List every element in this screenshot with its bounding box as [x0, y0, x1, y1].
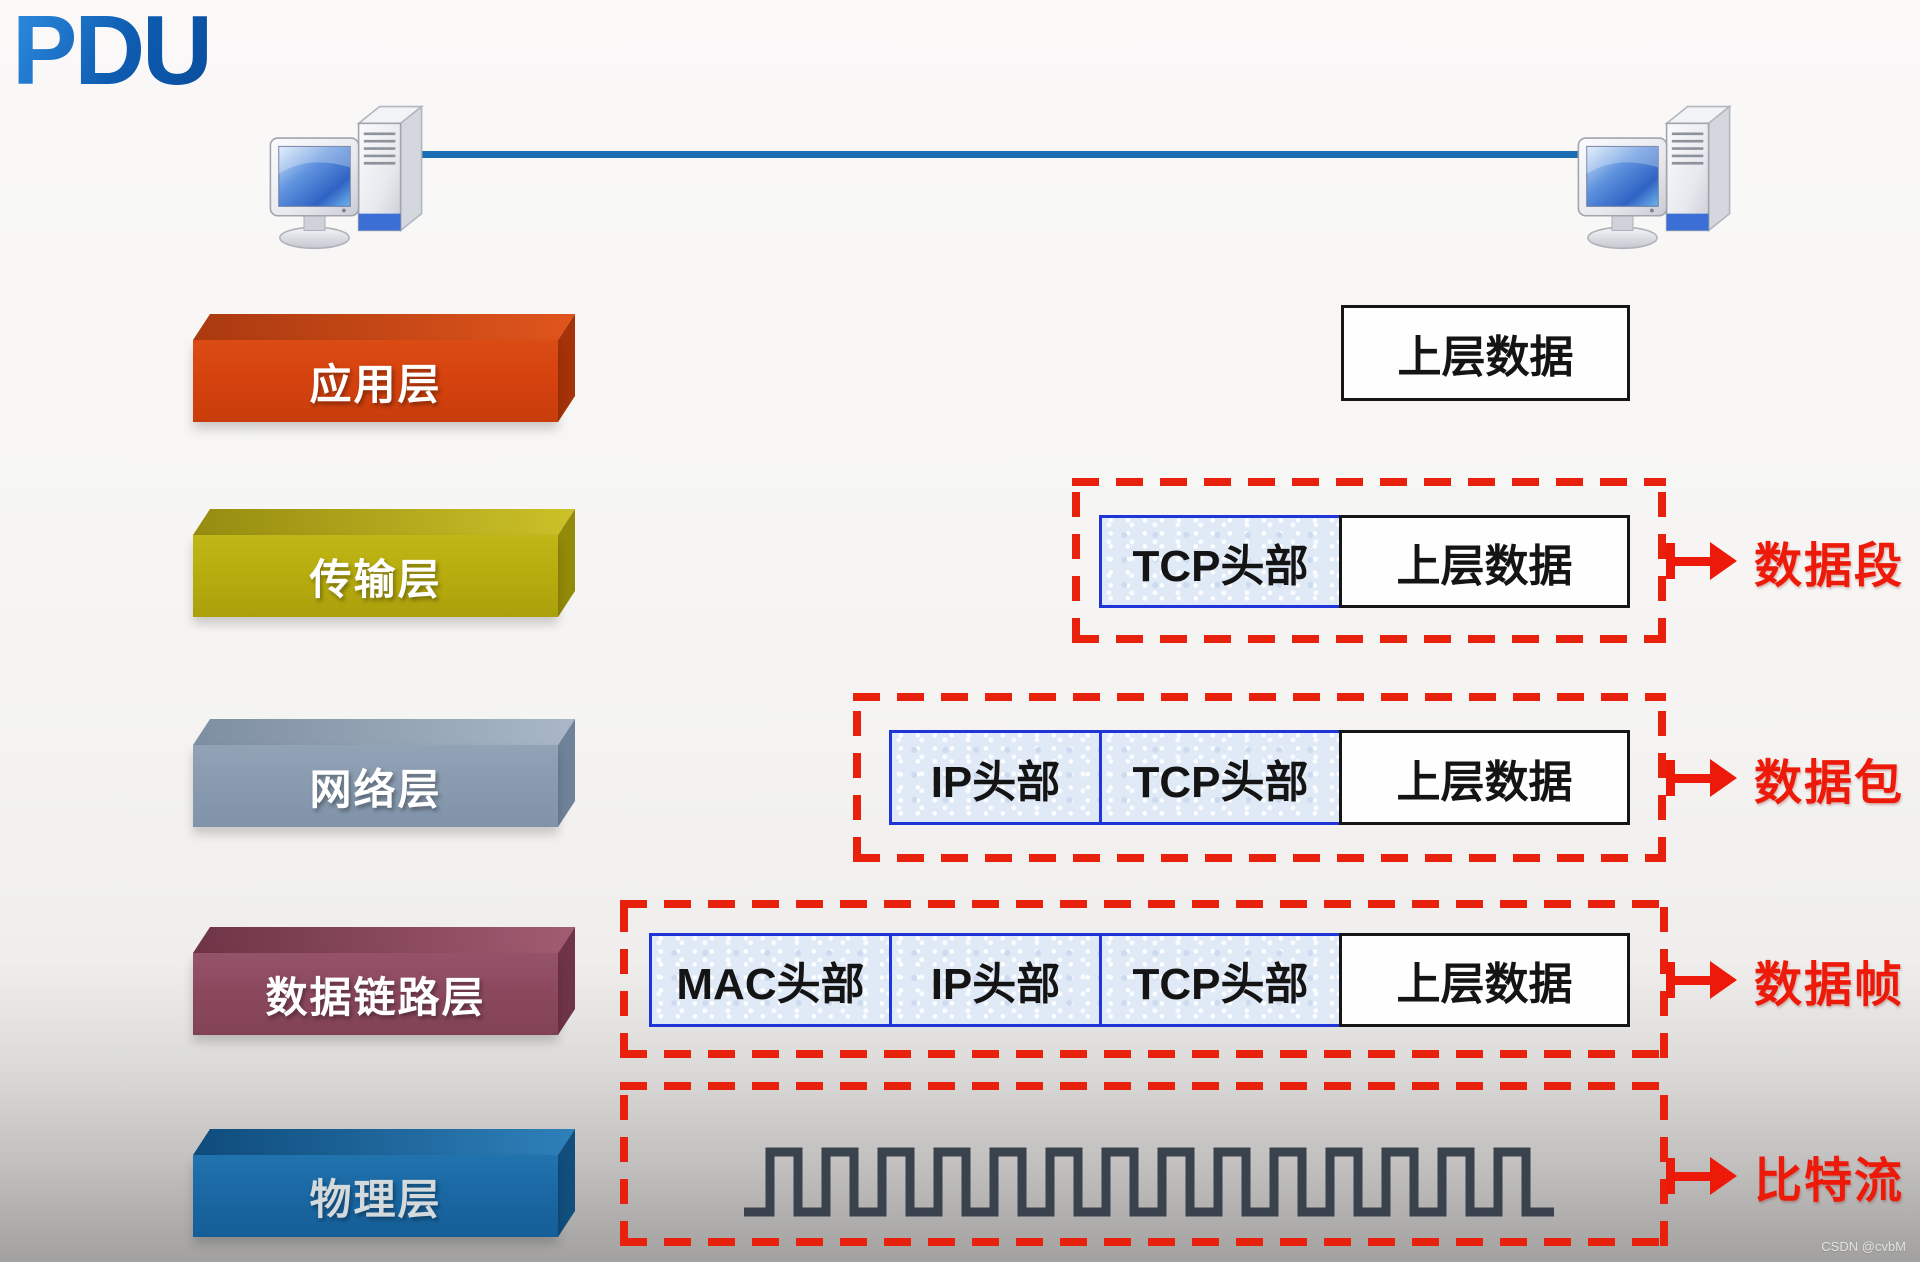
layer-label: 传输层 — [309, 555, 442, 603]
slab-top-face — [193, 927, 575, 953]
pdu-name-segment: 数据段 — [1754, 540, 1905, 593]
layer-label: 应用层 — [309, 360, 442, 408]
slab-front-face: 数据链路层 — [193, 953, 558, 1035]
slab-front-face: 应用层 — [193, 340, 558, 422]
pdu-tag-bitstream-group: 比特流 — [1666, 1141, 1904, 1211]
computer-icon — [269, 104, 424, 250]
slab-front-face: 传输层 — [193, 535, 558, 617]
arrow-head — [1710, 542, 1737, 580]
cell-tcp-header: TCP头部 — [1099, 933, 1342, 1027]
slab-side-face — [558, 927, 575, 1035]
cell-tcp-header: TCP头部 — [1099, 730, 1342, 825]
slab-side-face — [558, 719, 575, 827]
cell-ip-header: IP头部 — [889, 730, 1102, 825]
slab-top-face — [193, 1129, 575, 1155]
cell-ip-header: IP头部 — [889, 933, 1102, 1027]
slab-top-face — [193, 509, 575, 535]
cell-upper-data: 上层数据 — [1341, 305, 1630, 401]
network-link-line — [420, 151, 1590, 158]
bit-stream-wave — [744, 1147, 1554, 1217]
slab-side-face — [558, 509, 575, 617]
computer-icon — [1577, 104, 1732, 250]
pdu-tag-frame-group: 数据帧 — [1666, 945, 1904, 1015]
slab-front-face: 物理层 — [193, 1155, 558, 1237]
slab-top-face — [193, 719, 575, 745]
slab-side-face — [558, 314, 575, 422]
pdu-tag-segment-group: 数据段 — [1666, 526, 1904, 596]
slab-front-face: 网络层 — [193, 745, 558, 827]
watermark: CSDN @cvbM — [1821, 1239, 1906, 1254]
cell-mac-header: MAC头部 — [649, 933, 892, 1027]
slab-top-face — [193, 314, 575, 340]
arrow-right-icon — [1666, 541, 1738, 581]
arrow-head — [1710, 961, 1737, 999]
layer-label: 网络层 — [309, 765, 442, 813]
bit-stream-wave-path — [744, 1147, 1554, 1217]
layer-label: 数据链路层 — [265, 973, 486, 1021]
cell-tcp-header: TCP头部 — [1099, 515, 1342, 608]
arrow-shaft — [1668, 1171, 1710, 1181]
layer-label: 物理层 — [309, 1175, 442, 1223]
layer-network: 网络层 — [193, 719, 575, 827]
arrow-right-icon — [1666, 758, 1738, 798]
cell-upper-data: 上层数据 — [1339, 515, 1630, 608]
arrow-head — [1710, 1157, 1737, 1195]
cell-upper-data: 上层数据 — [1339, 933, 1630, 1027]
pdu-name-frame: 数据帧 — [1754, 959, 1905, 1012]
pdu-tag-packet-group: 数据包 — [1666, 743, 1904, 813]
layer-application: 应用层 — [193, 314, 575, 422]
pdu-name-bitstream: 比特流 — [1754, 1155, 1905, 1208]
layer-datalink: 数据链路层 — [193, 927, 575, 1035]
slab-side-face — [558, 1129, 575, 1237]
arrow-shaft — [1668, 975, 1710, 985]
arrow-shaft — [1668, 773, 1710, 783]
arrow-right-icon — [1666, 960, 1738, 1000]
page-title: PDU — [12, 0, 213, 107]
cell-upper-data: 上层数据 — [1339, 730, 1630, 825]
pdu-name-packet: 数据包 — [1754, 757, 1905, 810]
layer-physical: 物理层 — [193, 1129, 575, 1237]
arrow-head — [1710, 759, 1737, 797]
layer-transport: 传输层 — [193, 509, 575, 617]
arrow-right-icon — [1666, 1156, 1738, 1196]
arrow-shaft — [1668, 556, 1710, 566]
